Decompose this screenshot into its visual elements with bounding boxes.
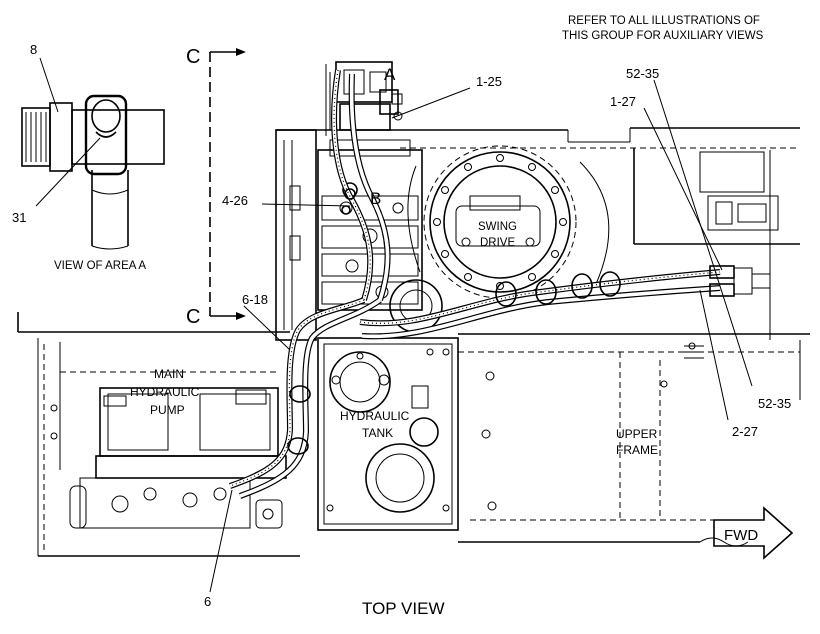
callout-1-25: 1-25 xyxy=(476,74,502,89)
header-note-line-1: REFER TO ALL ILLUSTRATIONS OF xyxy=(568,15,760,27)
swing-drive-label-1: SWING xyxy=(478,221,517,233)
callout-2-27: 2-27 xyxy=(732,424,758,439)
forward-direction-arrow xyxy=(713,506,794,560)
detail-hose xyxy=(91,170,129,246)
fitting-collar xyxy=(49,102,73,172)
main-pump-label-1: MAIN xyxy=(154,367,184,381)
callout-6: 6 xyxy=(204,594,211,609)
main-pump-label-3: PUMP xyxy=(150,403,185,417)
hydraulic-tank-label-1: HYDRAULIC xyxy=(340,409,410,423)
area-marker-a: A xyxy=(384,65,396,84)
hose-assemblies xyxy=(229,69,770,499)
section-marker-c-bottom: C xyxy=(186,306,200,328)
swing-drive xyxy=(407,145,610,299)
callout-52-35-right: 52-35 xyxy=(758,396,791,411)
main-pump-label-2: HYDRAULIC xyxy=(130,385,200,399)
fwd-arrow-shape xyxy=(713,506,794,560)
detail-view-caption: VIEW OF AREA A xyxy=(54,260,146,272)
fitting-elbow-nut xyxy=(84,94,128,176)
fwd-arrow-label: FWD xyxy=(724,527,758,544)
fitting-body xyxy=(71,109,165,165)
upper-frame-label-1: UPPER xyxy=(616,427,658,441)
main-control-valve xyxy=(275,61,443,341)
upper-frame-outline xyxy=(17,127,810,557)
callout-4-26: 4-26 xyxy=(222,193,248,208)
header-note-line-2: THIS GROUP FOR AUXILIARY VIEWS xyxy=(562,30,764,42)
section-line-c-c xyxy=(209,48,246,320)
callout-6-18: 6-18 xyxy=(242,292,268,307)
hydraulic-tank xyxy=(317,337,459,531)
hydraulic-tank-label-2: TANK xyxy=(362,426,393,440)
section-marker-c-top: C xyxy=(186,46,200,68)
callout-leaders xyxy=(209,79,753,593)
detail-callout-31: 31 xyxy=(12,210,26,225)
detail-view-area-a xyxy=(21,57,165,250)
diagram-title: TOP VIEW xyxy=(362,599,445,618)
swing-drive-label-2: DRIVE xyxy=(480,237,515,249)
callout-1-27: 1-27 xyxy=(610,94,636,109)
callout-52-35-top: 52-35 xyxy=(626,66,659,81)
area-marker-b: B xyxy=(370,189,381,208)
detail-callout-8: 8 xyxy=(30,42,37,57)
main-hydraulic-pump xyxy=(50,342,287,529)
upper-frame-label-2: FRAME xyxy=(616,443,658,457)
